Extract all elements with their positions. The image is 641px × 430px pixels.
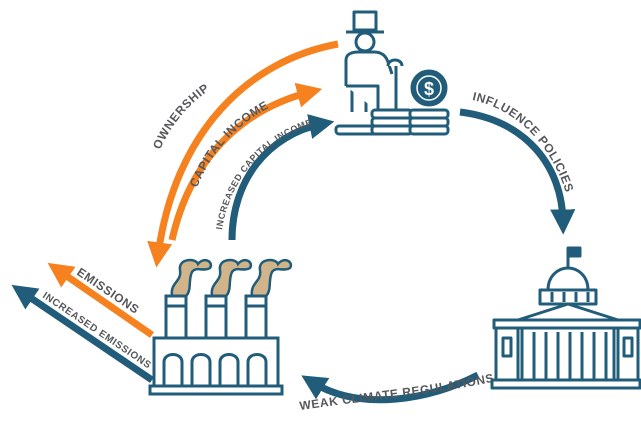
capital-income-arrow [168, 82, 323, 241]
ownership-arrow [147, 40, 339, 268]
increased-emissions-arrow [11, 284, 154, 383]
influence-policies-arrow [459, 108, 576, 235]
coin-stack-dollar-icon: $ [408, 69, 450, 136]
factory-smokestacks-icon [148, 258, 293, 396]
emissions-arrow [47, 262, 154, 338]
increased-capital-income-arrow [228, 114, 335, 241]
capitol-building-icon [490, 246, 641, 390]
weak-regulations-arrow [301, 371, 480, 404]
ownership-label: OWNERSHIP [150, 81, 212, 152]
coin-dollar-symbol: $ [424, 79, 434, 99]
capitalist-top-hat-icon [334, 10, 414, 136]
